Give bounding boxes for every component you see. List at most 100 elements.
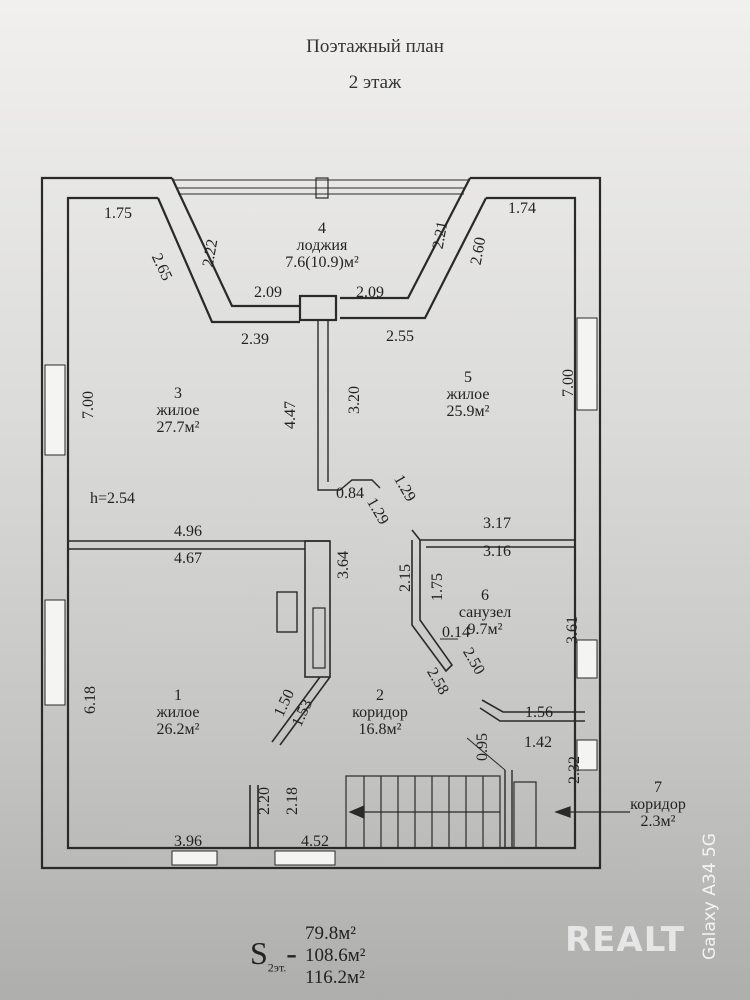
room-7-area: 2.3м²: [641, 813, 676, 830]
dimension-label: 3.17: [483, 515, 511, 532]
dimension-label: 7.00: [560, 369, 577, 397]
dimension-label: 2.09: [254, 284, 282, 301]
room-3-number: 3: [174, 385, 182, 402]
dimension-label: 2.18: [284, 787, 301, 815]
walls: [40, 176, 602, 870]
dimension-label: 2.21: [430, 220, 452, 251]
staircase: [345, 775, 630, 849]
room-4-area: 7.6(10.9)м²: [285, 254, 359, 271]
dimension-label: 7.00: [80, 391, 97, 419]
room-5-number: 5: [464, 369, 472, 386]
area-values: 79.8м² 108.6м² 116.2м²: [305, 923, 365, 989]
stove: [304, 540, 331, 678]
bathroom-wall: [411, 529, 576, 673]
dimension-label: 2.55: [386, 328, 414, 345]
windows: [44, 317, 598, 866]
bathroom-lower-wall: [479, 699, 585, 722]
dimension-label: 4.47: [282, 401, 299, 429]
area-symbol: S2эт.-: [250, 935, 297, 975]
room-6-type: санузел: [459, 604, 511, 621]
stove-inner: [312, 607, 326, 669]
dimension-label: 1.56: [525, 704, 553, 721]
dimension-label: 2.60: [468, 236, 490, 267]
room-1-number: 1: [174, 687, 182, 704]
room-2-type: коридор: [352, 704, 408, 721]
area-sub: 2эт.: [267, 960, 287, 975]
left-wing-wall: [156, 177, 300, 324]
dimension-label: 2.15: [397, 564, 414, 592]
dimension-label: 0.95: [474, 733, 491, 761]
room-2-area: 16.8м²: [359, 721, 402, 738]
dimension-label: 4.67: [174, 550, 202, 567]
window: [44, 364, 66, 456]
room-3-area: 27.7м²: [157, 419, 200, 436]
area-label: S: [250, 935, 268, 971]
dimension-label: 2.50: [459, 645, 488, 678]
corridor-angled-wall: [271, 676, 331, 746]
loggia-post: [315, 177, 329, 199]
corridor-7-arrow: [554, 806, 571, 818]
window: [576, 639, 598, 679]
dimension-label: 2.39: [241, 331, 269, 348]
floor-label: 2 этаж: [348, 72, 402, 93]
room-1-area: 26.2м²: [157, 721, 200, 738]
area-dash: -: [286, 935, 297, 971]
room-1-type: жилое: [156, 704, 200, 721]
partition-bottom: [249, 785, 259, 848]
room-4-number: 4: [318, 220, 326, 237]
room-5-type: жилое: [446, 386, 490, 403]
dimension-label: 0.84: [336, 485, 364, 502]
dimension-label: 2.20: [256, 787, 273, 815]
room-3-type: жилое: [156, 402, 200, 419]
dimension-label: 6.18: [82, 686, 99, 714]
dimension-label: 4.96: [174, 523, 202, 540]
dimension-label: 1.42: [524, 734, 552, 751]
room-7-number: 7: [654, 779, 662, 796]
right-wing-wall: [340, 177, 487, 320]
plan-title: Поэтажный план: [306, 36, 444, 57]
dimension-label: 3.96: [174, 833, 202, 850]
area-value-living: 79.8м²: [305, 923, 356, 944]
small-partition: [504, 770, 513, 848]
room-6-area: 9.7м²: [468, 621, 503, 638]
dimension-label: 2.09: [356, 284, 384, 301]
area-value-total: 108.6м²: [305, 945, 366, 966]
dimension-label: 4.52: [301, 833, 329, 850]
stove-niche: [276, 591, 298, 633]
stair-arrow-head: [348, 805, 365, 819]
landing-steps: [513, 781, 537, 849]
central-wall: [317, 320, 381, 491]
dimension-label: 0.14: [442, 624, 470, 641]
dimension-label: 3.64: [335, 551, 352, 579]
room-7-type: коридор: [630, 796, 686, 813]
pointer-line: [466, 737, 506, 771]
dimension-label: 2.32: [566, 756, 583, 784]
window: [171, 850, 218, 866]
window: [576, 317, 598, 411]
realt-watermark-logo: REALT: [565, 920, 685, 960]
room-4-type: лоджия: [297, 237, 348, 254]
ceiling-height: h=2.54: [90, 490, 135, 507]
dimension-label: 1.75: [429, 573, 446, 601]
chimney: [298, 294, 338, 322]
dimension-labels: 1.75 2.65 2.22 2.09 2.39 2.21 2.60 1.74 2.09 2.55…: [80, 200, 583, 850]
dimension-label: 1.75: [104, 205, 132, 222]
area-value-with-loggia: 116.2м²: [305, 967, 365, 988]
loggia-railing: [172, 179, 470, 195]
phone-stamp: Galaxy A34 5G: [700, 833, 720, 960]
dimension-label: 2.65: [148, 251, 175, 284]
dimension-label: 3.20: [346, 386, 363, 414]
outer-wall: [40, 176, 602, 870]
dimension-label: 1.29: [390, 472, 419, 505]
dimension-label: 2.22: [200, 238, 222, 269]
window: [274, 850, 336, 866]
window: [44, 599, 66, 706]
dimension-label: 3.61: [564, 616, 581, 644]
dimension-label: 1.74: [508, 200, 536, 217]
dimension-label: 3.16: [483, 543, 511, 560]
room-6-number: 6: [481, 587, 489, 604]
dimension-label: 1.29: [363, 495, 392, 528]
room-5-area: 25.9м²: [447, 403, 490, 420]
room-2-number: 2: [376, 687, 384, 704]
